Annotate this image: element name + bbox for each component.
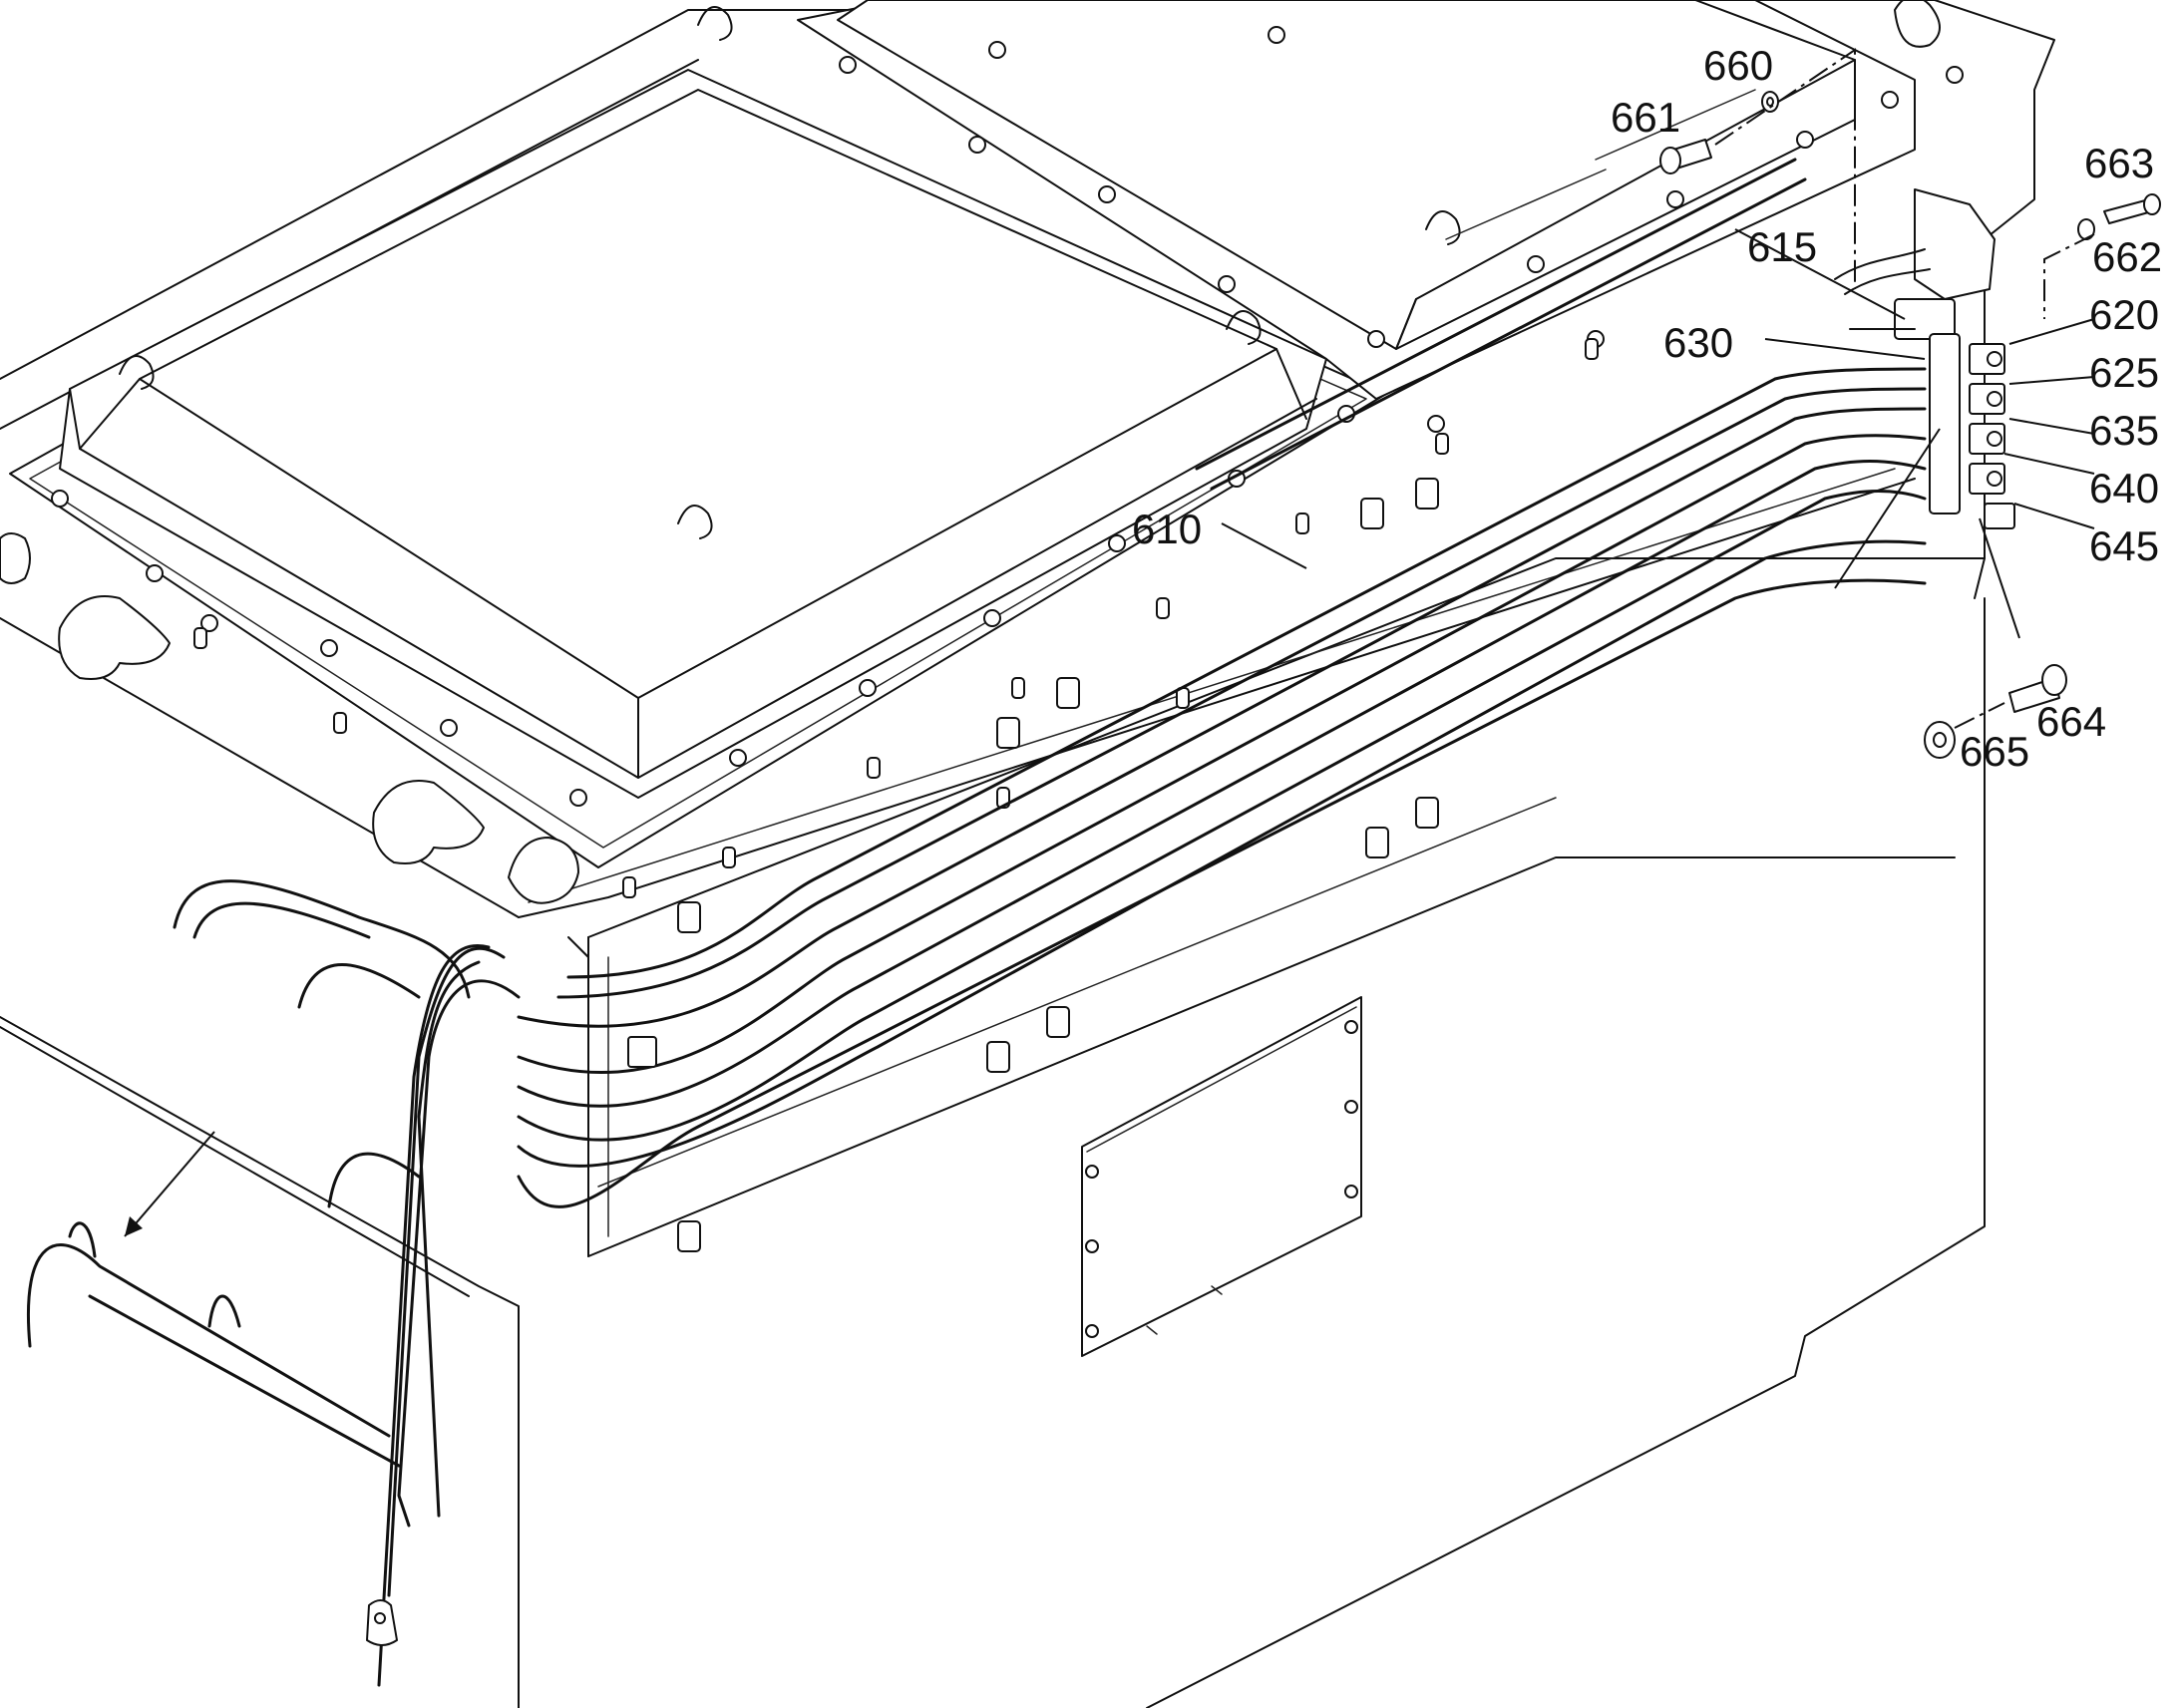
callout-610: 610 (1132, 506, 1202, 552)
callout-615: 615 (1747, 223, 1817, 270)
callout-662: 662 (2092, 233, 2162, 280)
callout-640: 640 (2089, 465, 2159, 512)
callout-645: 645 (2089, 522, 2159, 569)
cabinet-body (0, 0, 2055, 1708)
callout-661: 661 (1611, 94, 1680, 141)
callout-630: 630 (1663, 319, 1733, 366)
callout-labels: 660 661 663 662 615 620 630 625 635 640 … (1132, 42, 2162, 775)
hose-harness (27, 158, 1927, 1687)
right-lid (797, 0, 1941, 400)
callout-663: 663 (2084, 140, 2154, 186)
callout-635: 635 (2089, 407, 2159, 454)
callout-620: 620 (2089, 291, 2159, 338)
connector-manifold (1834, 188, 2015, 529)
left-lid (9, 6, 1387, 868)
phantom-lines (1714, 48, 2095, 729)
screw-664 (2008, 664, 2067, 713)
callout-665: 665 (1960, 728, 2029, 775)
washer-660 (1761, 91, 1779, 113)
hose-clamps (677, 478, 1439, 1252)
corner-brackets (0, 532, 579, 904)
fastener-661 (1659, 139, 1712, 174)
callout-664: 664 (2036, 698, 2106, 745)
callout-660: 660 (1703, 42, 1773, 89)
callout-625: 625 (2089, 349, 2159, 396)
washer-665 (1924, 721, 1956, 759)
access-panel (1081, 996, 1362, 1357)
screw-663 (2103, 193, 2161, 224)
leader-lines (124, 228, 2095, 1237)
standoffs (193, 338, 1599, 898)
